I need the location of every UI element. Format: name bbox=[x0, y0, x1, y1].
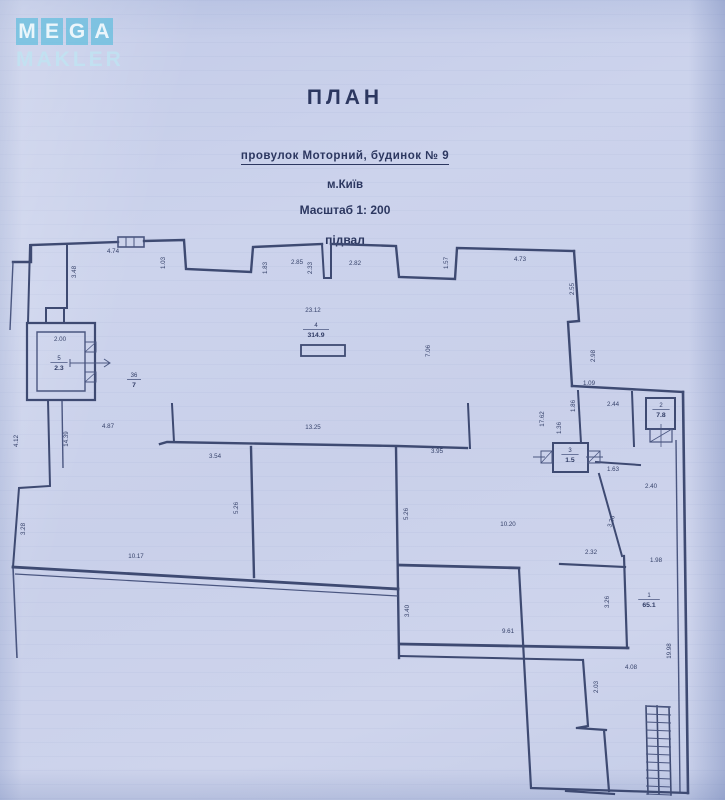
dimension-label: 1.03 bbox=[160, 256, 167, 269]
room-label: 52.3 bbox=[50, 356, 68, 372]
logo-letter-box: M bbox=[16, 18, 38, 45]
logo-letter-box: A bbox=[91, 18, 113, 45]
city-line: м.Київ bbox=[326, 179, 364, 191]
room-label: 4 314.9 bbox=[303, 323, 329, 339]
room-area: 7.8 bbox=[656, 412, 666, 419]
room-area: 314.9 bbox=[307, 332, 324, 339]
room-area: 65.1 bbox=[642, 602, 655, 609]
room-area: 1.5 bbox=[565, 457, 575, 464]
dimension-label: 10.17 bbox=[128, 553, 144, 560]
dimension-label: 10.20 bbox=[500, 521, 516, 528]
dimension-label: 5.26 bbox=[233, 501, 240, 514]
dimension-label: 2.55 bbox=[569, 282, 576, 295]
room-number: 36 bbox=[131, 373, 138, 379]
room-number: 2 bbox=[659, 403, 663, 409]
dimension-label: 2.98 bbox=[590, 349, 597, 362]
dimension-label: 4.12 bbox=[13, 434, 20, 447]
dimension-label: 2.44 bbox=[607, 401, 620, 408]
address-line: провулок Моторний, будинок № 9 bbox=[240, 150, 450, 165]
walls bbox=[9, 236, 690, 796]
dimension-label: 1.86 bbox=[570, 399, 577, 412]
dimension-label: 1.63 bbox=[607, 466, 620, 473]
room-number: 3 bbox=[568, 448, 572, 454]
dimension-label: 2.00 bbox=[54, 336, 67, 343]
dimension-label: 3.48 bbox=[71, 265, 78, 278]
dimension-label: 1.98 bbox=[650, 557, 663, 564]
dimension-label: 3.26 bbox=[604, 595, 611, 608]
dimension-label: 1.83 bbox=[262, 261, 269, 274]
room-number: 1 bbox=[647, 593, 651, 599]
dimension-label: 14.39 bbox=[63, 431, 70, 447]
dimension-label: 4.08 bbox=[625, 664, 638, 671]
room-label: 36 7 bbox=[127, 373, 141, 389]
dimension-label: 2.33 bbox=[307, 261, 314, 274]
dimension-label: 2.03 bbox=[593, 680, 600, 693]
dimension-label: 1.57 bbox=[443, 256, 450, 269]
dimension-label: 4.74 bbox=[107, 248, 120, 255]
logo-letter-box: G bbox=[66, 18, 88, 45]
logo-letter-box: E bbox=[41, 18, 63, 45]
dimension-label: 2.40 bbox=[645, 483, 658, 490]
dimension-label: 2.82 bbox=[349, 260, 362, 267]
dimension-label: 13.25 bbox=[305, 424, 321, 431]
dimension-label: 1.09 bbox=[583, 380, 596, 387]
logo-row-mega: M E G A bbox=[16, 18, 124, 45]
dimension-label: 9.61 bbox=[502, 628, 515, 635]
logo-makler-text: MAKLER bbox=[16, 48, 124, 71]
dimension-label: 3.26 bbox=[606, 514, 617, 528]
dimension-label: 19.98 bbox=[666, 643, 673, 659]
room-label: 27.8 bbox=[652, 403, 670, 419]
dimension-label: 2.85 bbox=[291, 259, 304, 266]
dimension-label: 4.87 bbox=[102, 423, 115, 430]
dimension-label: 2.32 bbox=[585, 549, 598, 556]
scale-line: Масштаб 1: 200 bbox=[299, 203, 391, 217]
room-area: 2.3 bbox=[54, 365, 64, 372]
dimension-label: 4.73 bbox=[514, 256, 527, 263]
dimension-label: 7.06 bbox=[425, 344, 432, 357]
room-area: 7 bbox=[132, 382, 136, 389]
dimension-label: 1.36 bbox=[556, 421, 563, 434]
dimension-label: 17.62 bbox=[539, 411, 546, 427]
dimension-label: 3.95 bbox=[431, 448, 444, 455]
megamakler-watermark: M E G A MAKLER bbox=[16, 18, 124, 72]
dimension-label: 5.26 bbox=[403, 507, 410, 520]
staircase-steps bbox=[645, 705, 672, 796]
room-number: 4 bbox=[314, 323, 318, 329]
page-title: ПЛАН bbox=[306, 86, 384, 109]
room-label: 165.1 bbox=[638, 593, 660, 609]
dimension-label: 3.54 bbox=[209, 453, 222, 460]
dimension-label: 23.12 bbox=[305, 307, 321, 314]
dimension-label: 3.40 bbox=[404, 604, 411, 617]
dimension-label: 3.28 bbox=[20, 522, 27, 535]
room-label: 31.5 bbox=[561, 448, 579, 464]
room-number: 5 bbox=[57, 356, 61, 362]
